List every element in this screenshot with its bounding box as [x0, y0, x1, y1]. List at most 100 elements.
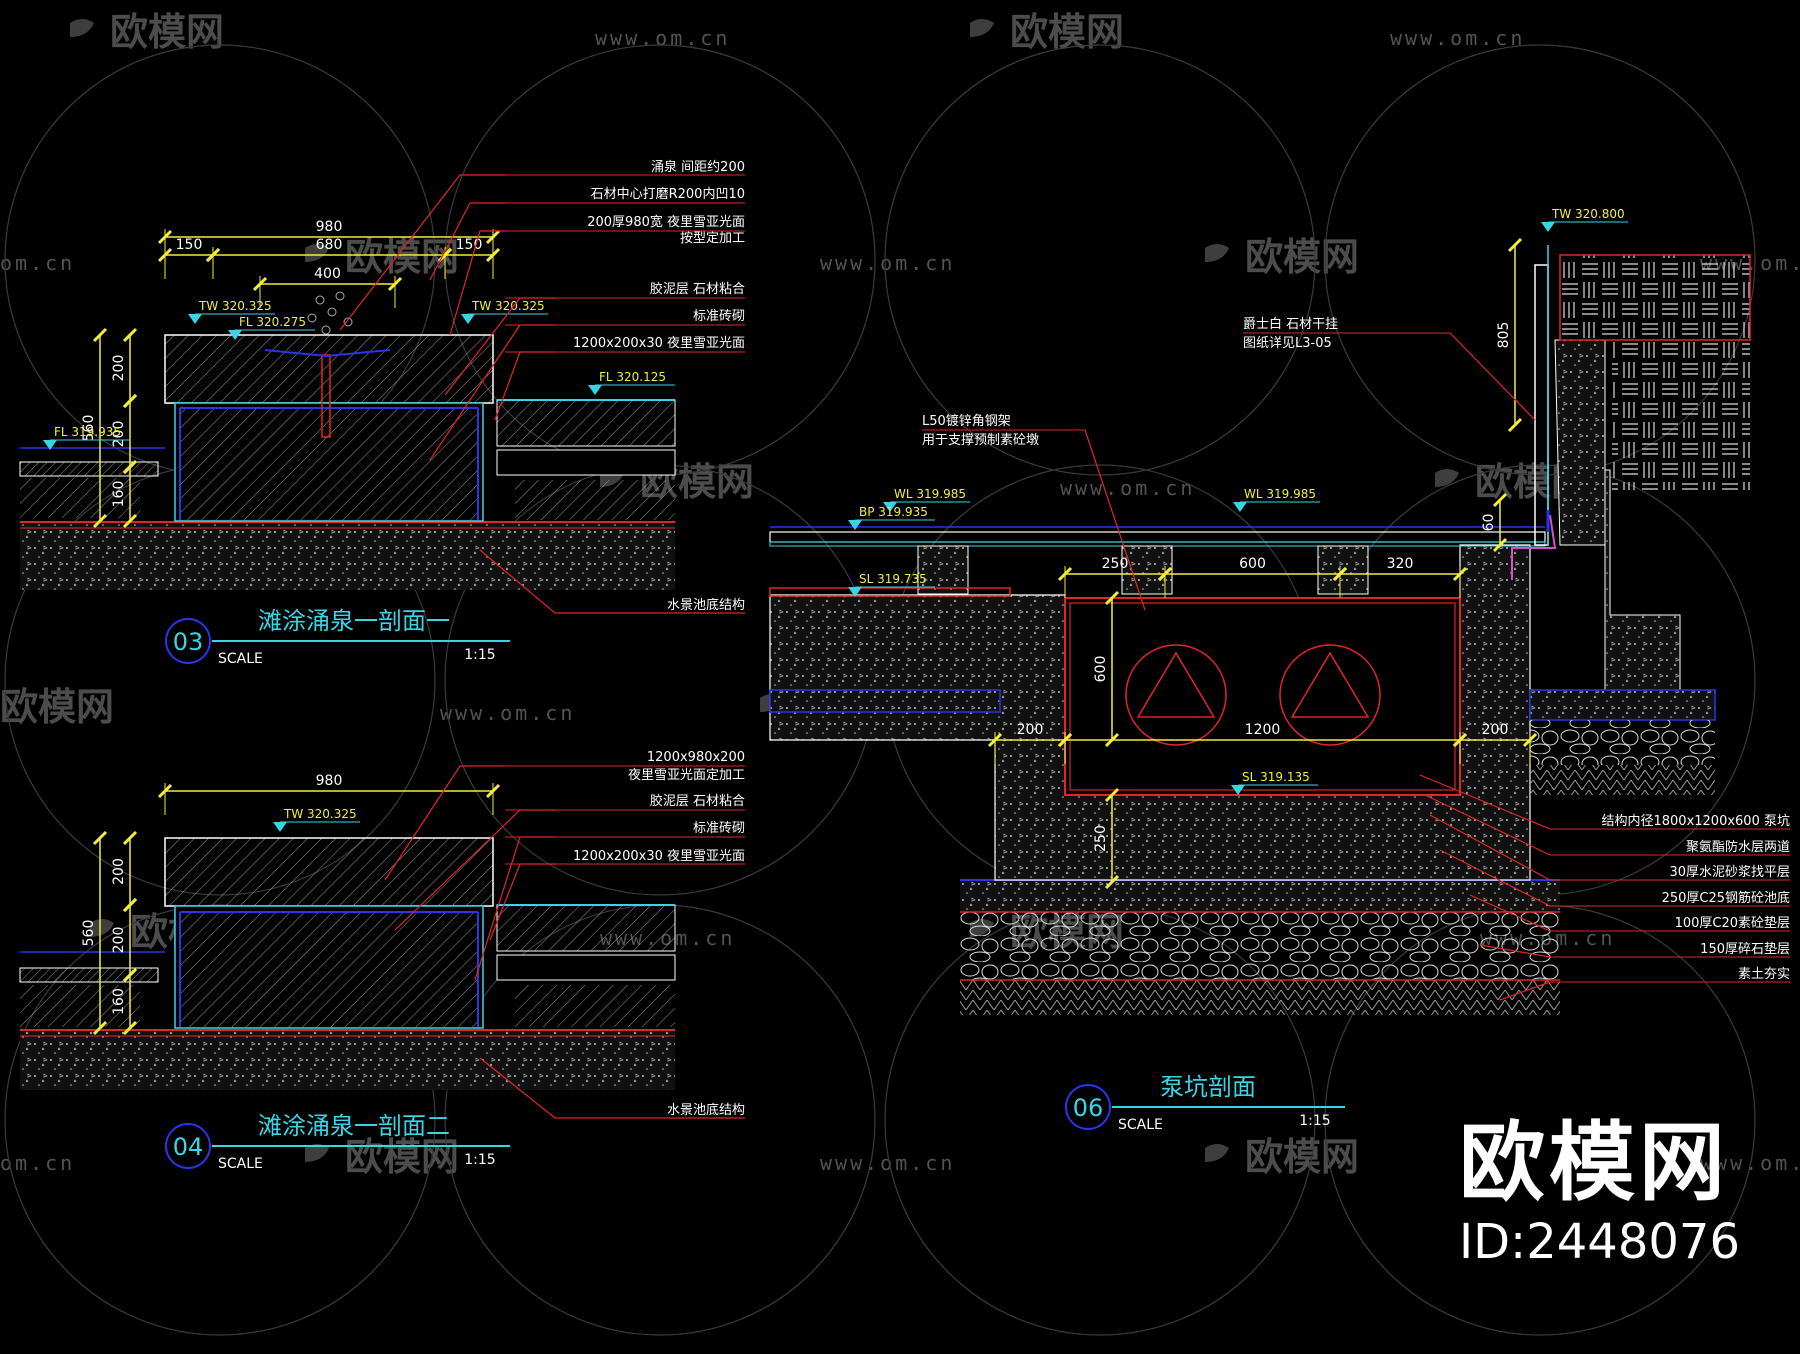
- dimension-tick: [1492, 492, 1508, 508]
- watermark-logo: 欧模网: [1245, 1135, 1359, 1179]
- sec06-dim-200a-label: 200: [1017, 722, 1044, 738]
- watermark-sofa-icon: [970, 19, 994, 37]
- sec03-spring-bubble: [315, 295, 325, 305]
- sec06-layer-note-2: 30厚水泥砂浆找平层: [1669, 865, 1790, 880]
- sec06-pump-triangle: [1136, 651, 1216, 718]
- sec03-title-scale: 1:15: [464, 647, 495, 663]
- sec03-spring-bubble: [321, 325, 331, 335]
- watermark-url: www.om.cn: [820, 251, 955, 275]
- sec03-title-title: 滩涂涌泉一剖面一: [258, 607, 450, 635]
- sec04-note-0: 1200x980x200: [647, 750, 745, 765]
- watermark-url: www.om.cn: [820, 1151, 955, 1175]
- watermark-sofa-icon: [1435, 469, 1459, 487]
- sec04-right-paving: [496, 904, 676, 952]
- sec06-brick-veneer-top: [1559, 254, 1751, 341]
- sec04-title-circle: [165, 1123, 211, 1169]
- watermark-url: om.cn: [0, 1151, 75, 1175]
- dimension-tick: [92, 1020, 108, 1036]
- sec06-pier-1: [917, 545, 969, 595]
- sec06-title-number: 06: [1073, 1094, 1104, 1122]
- sec03-brick-fill: [180, 408, 478, 520]
- sec03-dim-mid-label: 680: [316, 237, 343, 253]
- sec06-dim-250a-label: 250: [1102, 556, 1129, 572]
- sec06-title-scale: 1:15: [1299, 1113, 1330, 1129]
- sec03-spring-bubble: [327, 307, 337, 317]
- sec03-level-fl-left-label: FL 319.935: [54, 425, 121, 439]
- sec04-title-title: 滩涂涌泉一剖面二: [258, 1112, 450, 1140]
- sec06-layer-note-0: 结构内径1800x1200x600 泵坑: [1601, 813, 1790, 829]
- sec03-title-scale-label: SCALE: [218, 651, 263, 667]
- sec03-spring-bubble: [307, 313, 317, 323]
- watermark-logo: 欧模网: [1010, 10, 1124, 54]
- watermark-logo: 欧模网: [345, 235, 459, 279]
- sec04-leader-mortar: [394, 809, 555, 931]
- sec03-dim-h200b-label: 200: [111, 421, 127, 448]
- dimension-tick: [122, 513, 138, 529]
- sec04-leader-stone: [384, 765, 505, 881]
- sec03-level-tw-left-label: TW 320.325: [198, 299, 272, 313]
- sec06-layer-note-3: 250厚C25钢筋砼池底: [1662, 890, 1790, 906]
- sec04-dim-h160-label: 160: [111, 988, 127, 1015]
- sec06-blinding-layer: [960, 880, 1560, 912]
- dimension-tick: [122, 459, 138, 475]
- sec04-right-bed: [496, 954, 676, 981]
- watermark-sofa-icon: [305, 1144, 329, 1162]
- sec06-pump-triangle: [1290, 651, 1370, 718]
- sec04-leader-base: [479, 1057, 745, 1119]
- sec04-brick-fill: [180, 912, 478, 1027]
- sec06-note-cladding: 爵士白 石材干挂: [1243, 316, 1338, 332]
- sec03-level-fl-right-label: FL 320.125: [599, 370, 666, 384]
- sec03-note-4: 胶泥层 石材粘合: [650, 281, 745, 297]
- sec03-base-note: 水景池底结构: [667, 597, 745, 613]
- sec04-note-2: 胶泥层 石材粘合: [650, 793, 745, 809]
- watermark-sofa-icon: [90, 919, 114, 937]
- sec03-level-tw-right-marker: [461, 314, 475, 324]
- watermark-logo: 欧模网: [345, 1135, 459, 1179]
- sec06-dim-600-label: 600: [1239, 556, 1266, 572]
- sec06-layer-note-4: 100厚C20素砼垫层: [1675, 915, 1790, 931]
- sec04-note-1: 夜里雪亚光面定加工: [628, 768, 745, 783]
- sec06-dim-200b-label: 200: [1482, 722, 1509, 738]
- sec06-title-scale-label: SCALE: [1118, 1117, 1163, 1133]
- sec03-stone-cap: [164, 334, 494, 404]
- sec06-deck-slab: [769, 531, 1546, 543]
- sec06-note-steel: L50镀锌角钢架: [922, 413, 1011, 429]
- sec03-dim-inner-label: 400: [314, 266, 341, 282]
- sec06-layer-note-1: 聚氨酯防水层两道: [1686, 839, 1790, 855]
- sec03-level-tw-left-marker: [188, 314, 202, 324]
- sec03-dim-h200a-label: 200: [111, 355, 127, 382]
- sec03-dish: [264, 349, 391, 358]
- sec04-base-slab: [20, 1030, 675, 1090]
- sec06-level-bp-marker: [848, 520, 862, 530]
- watermark-sofa-icon: [1205, 244, 1229, 262]
- sec06-note-steel-use: 用于支撑预制素砼墩: [922, 433, 1039, 448]
- dimension-tick: [122, 327, 138, 343]
- watermark-url: www.om.cn: [595, 26, 730, 50]
- sec03-right-sub: [515, 480, 675, 520]
- sec03-right-bed: [496, 449, 676, 476]
- sec06-dim-h60-label: 60: [1481, 514, 1497, 532]
- sec03-level-tw-right-label: TW 320.325: [471, 299, 545, 313]
- sec06-level-sl-center-label: SL 319.135: [1242, 770, 1310, 784]
- dimension-tick: [122, 393, 138, 409]
- sec06-leader-cladding: [1449, 332, 1536, 421]
- sec04-left-bed: [20, 985, 140, 1027]
- dimension-tick: [122, 830, 138, 846]
- sec03-note-6: 1200x200x30 夜里雪亚光面: [573, 336, 745, 351]
- sec06-layer-note-6: 素土夯实: [1738, 967, 1790, 982]
- sec04-note-4: 1200x200x30 夜里雪亚光面: [573, 849, 745, 864]
- watermark-url: www.om.cn: [1390, 26, 1525, 50]
- sec03-dim-h160-label: 160: [111, 481, 127, 508]
- sec04-dim-h200b-label: 200: [111, 927, 127, 954]
- dimension-tick: [92, 327, 108, 343]
- sec06-title-circle: [1065, 1084, 1111, 1130]
- sec03-dim-h560-label: 560: [81, 415, 97, 442]
- sec04-level-tw-marker: [273, 822, 287, 832]
- sec03-note-5: 标准砖砌: [693, 309, 745, 324]
- sec06-leader-blinding: [1469, 894, 1551, 932]
- sec03-dim-left-label: 150: [176, 237, 203, 253]
- sec06-pump-1: [1125, 644, 1227, 746]
- watermark-url: www.om.cn: [440, 701, 575, 725]
- sec06-pier-2: [1121, 545, 1173, 595]
